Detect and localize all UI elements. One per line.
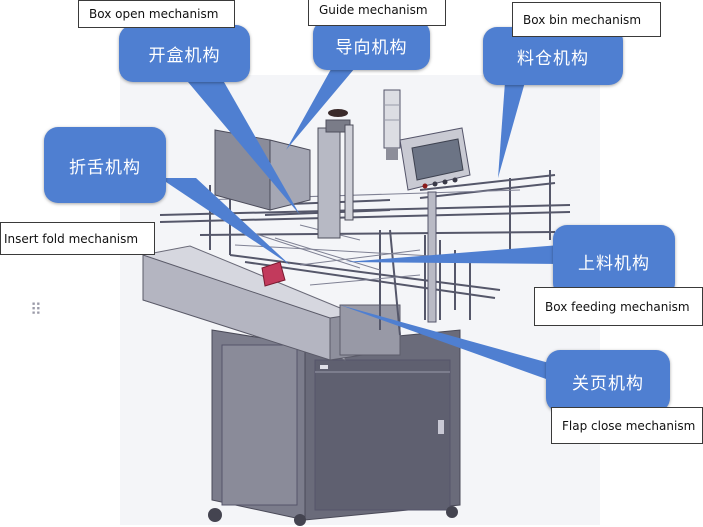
signal-tower	[383, 89, 401, 160]
product-box	[261, 261, 286, 287]
label-feeding: Box feeding mechanism	[534, 287, 703, 326]
callout-pointers	[160, 62, 560, 384]
label-bin: Box bin mechanism	[512, 2, 661, 37]
machine-cabinet	[208, 329, 461, 526]
callout-insert-fold: 折舌机构	[44, 127, 166, 203]
callout-guide: 导向机构	[313, 20, 430, 70]
callout-flap-close: 关页机构	[546, 350, 670, 412]
label-flap-close: Flap close mechanism	[551, 407, 703, 444]
conveyor	[142, 245, 401, 361]
label-insert-fold: Insert fold mechanism	[0, 222, 155, 255]
guide-column	[317, 109, 354, 239]
callout-feeding: 上料机构	[553, 225, 675, 297]
label-box-open: Box open mechanism	[78, 0, 235, 28]
label-guide: Guide mechanism	[308, 0, 446, 26]
drag-handle-icon[interactable]: ⠿	[30, 302, 43, 319]
callout-box-open: 开盒机构	[119, 25, 250, 82]
